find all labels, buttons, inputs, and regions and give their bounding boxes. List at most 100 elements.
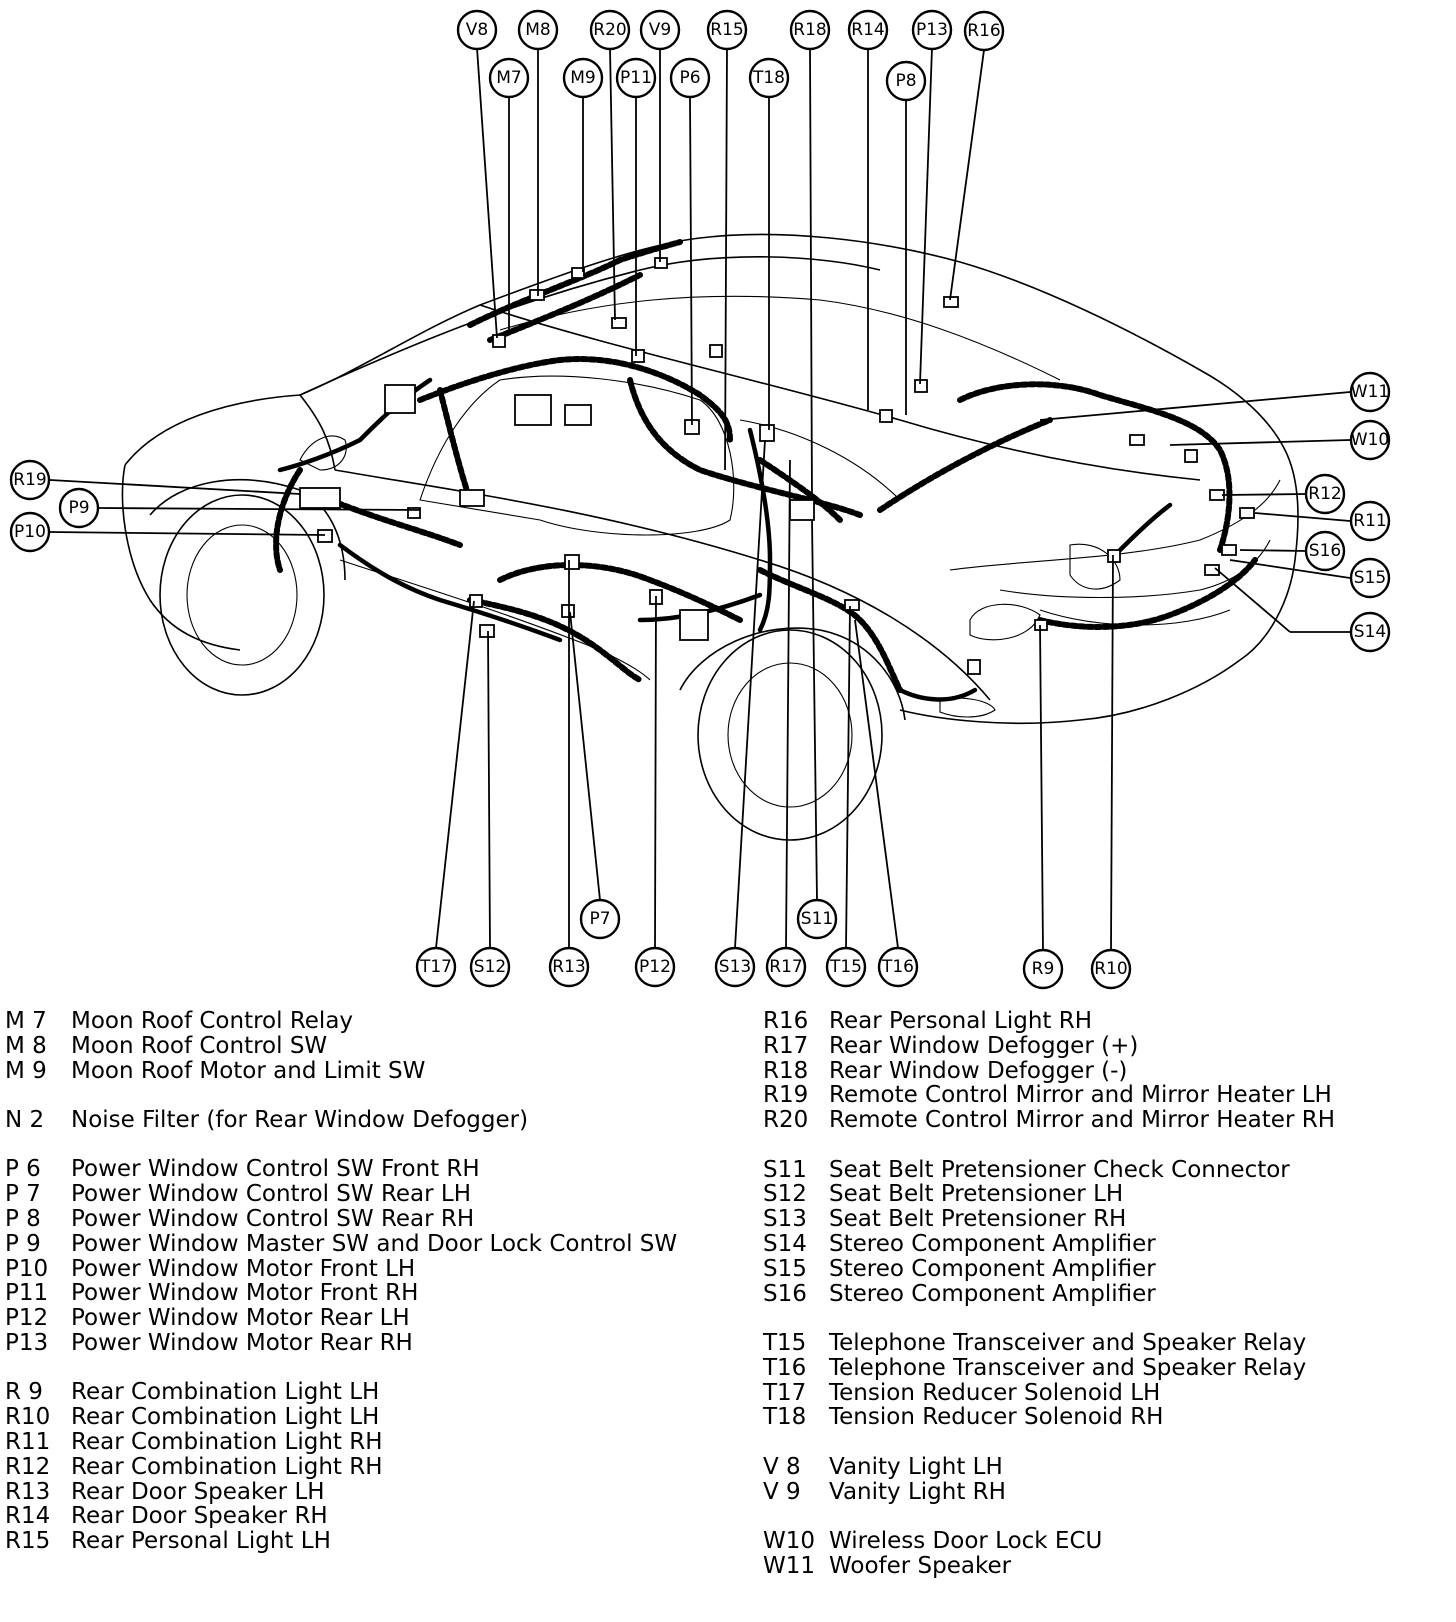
callout-M8: M8 xyxy=(517,9,559,51)
legend-gap xyxy=(5,1356,685,1381)
svg-text:R19: R19 xyxy=(13,470,46,490)
legend-gap xyxy=(763,1504,1453,1529)
callout-R14: R14 xyxy=(847,9,889,51)
legend-description: Vanity Light LH xyxy=(829,1453,1003,1480)
legend-gap xyxy=(5,1133,685,1158)
legend-code: S15 xyxy=(763,1255,807,1282)
callout-P11: P11 xyxy=(615,57,657,99)
legend-description: Power Window Motor Front LH xyxy=(71,1255,416,1282)
callout-R18: R18 xyxy=(789,9,831,51)
legend-description: Telephone Transceiver and Speaker Relay xyxy=(829,1329,1307,1356)
svg-text:S14: S14 xyxy=(1354,622,1386,642)
svg-text:V9: V9 xyxy=(649,20,671,40)
callout-T18: T18 xyxy=(748,57,790,99)
callout-R15: R15 xyxy=(706,9,748,51)
callout-S11: S11 xyxy=(796,898,838,940)
legend-description: Remote Control Mirror and Mirror Heater … xyxy=(829,1107,1335,1134)
svg-text:S15: S15 xyxy=(1354,568,1386,588)
legend-code: S13 xyxy=(763,1206,807,1233)
legend-code: W11 xyxy=(763,1552,816,1579)
svg-text:R15: R15 xyxy=(710,20,743,40)
callout-T17: T17 xyxy=(415,946,457,988)
legend-description: Telephone Transceiver and Speaker Relay xyxy=(829,1354,1307,1381)
legend-description: Rear Window Defogger (+) xyxy=(829,1032,1139,1059)
callout-R16: R16 xyxy=(963,10,1005,52)
svg-text:M8: M8 xyxy=(525,20,550,40)
legend-description: Power Window Motor Rear RH xyxy=(71,1329,413,1356)
legend-description: Seat Belt Pretensioner LH xyxy=(829,1181,1124,1208)
legend-code: P13 xyxy=(5,1329,49,1356)
legend-entry: S13 Seat Belt Pretensioner RH xyxy=(763,1207,1453,1232)
legend-code: R20 xyxy=(763,1107,809,1134)
svg-text:P10: P10 xyxy=(14,522,46,542)
legend-code: R19 xyxy=(763,1082,809,1109)
callout-V8: V8 xyxy=(456,9,498,51)
svg-text:T15: T15 xyxy=(829,957,862,977)
legend-description: Rear Door Speaker LH xyxy=(71,1478,325,1505)
svg-text:W11: W11 xyxy=(1351,382,1389,402)
legend-code: T17 xyxy=(763,1379,807,1406)
legend-entry: S12 Seat Belt Pretensioner LH xyxy=(763,1182,1453,1207)
svg-text:P8: P8 xyxy=(895,71,916,91)
callout-P13: P13 xyxy=(911,9,953,51)
leader-lines xyxy=(49,47,1351,951)
svg-text:S13: S13 xyxy=(719,957,751,977)
svg-text:M9: M9 xyxy=(570,68,595,88)
svg-text:R9: R9 xyxy=(1032,959,1055,979)
legend-description: Moon Roof Motor and Limit SW xyxy=(71,1057,426,1084)
svg-text:P11: P11 xyxy=(620,68,652,88)
legend-description: Wireless Door Lock ECU xyxy=(829,1527,1103,1554)
legend-code: S11 xyxy=(763,1156,807,1183)
callouts: V8 M8 R20 V9 R15 R18 R14 P13 R16 M7 M9 P… xyxy=(9,9,1391,990)
legend-code: S16 xyxy=(763,1280,807,1307)
legend-code: S12 xyxy=(763,1181,807,1208)
legend-entry: R12 Rear Combination Light RH xyxy=(5,1453,685,1480)
callout-R17: R17 xyxy=(765,946,807,988)
callout-T15: T15 xyxy=(825,946,867,988)
legend-description: Rear Combination Light LH xyxy=(71,1404,380,1431)
legend-description: Rear Door Speaker RH xyxy=(71,1503,328,1530)
legend-code: R18 xyxy=(763,1057,809,1084)
svg-text:M7: M7 xyxy=(496,68,521,88)
svg-text:R12: R12 xyxy=(1308,484,1341,504)
svg-text:S12: S12 xyxy=(474,957,506,977)
callout-M7: M7 xyxy=(488,57,530,99)
legend-code: R12 xyxy=(5,1453,51,1480)
callout-P7: P7 xyxy=(579,898,621,940)
callout-R19: R19 xyxy=(9,459,51,501)
legend-gap xyxy=(763,1430,1453,1455)
legend-code: R16 xyxy=(763,1008,809,1034)
svg-text:R10: R10 xyxy=(1094,959,1127,979)
legend-description: Tension Reducer Solenoid RH xyxy=(829,1404,1164,1431)
legend-code: P 9 xyxy=(5,1230,41,1257)
legend-description: Seat Belt Pretensioner Check Connector xyxy=(829,1156,1290,1183)
callout-R10: R10 xyxy=(1090,948,1132,990)
legend-gap xyxy=(763,1306,1453,1331)
svg-text:P13: P13 xyxy=(916,20,948,40)
callout-S12: S12 xyxy=(469,946,511,988)
callout-S15: S15 xyxy=(1349,557,1391,599)
legend-description: Seat Belt Pretensioner RH xyxy=(829,1206,1127,1233)
legend-description: Rear Combination Light RH xyxy=(71,1453,383,1480)
callout-P8: P8 xyxy=(885,60,927,102)
svg-text:P9: P9 xyxy=(68,498,89,518)
legend-gap xyxy=(5,1083,685,1108)
callout-R12: R12 xyxy=(1304,473,1346,515)
legend-code: W10 xyxy=(763,1527,816,1554)
legend-description: Rear Combination Light RH xyxy=(71,1428,383,1455)
legend-description: Power Window Control SW Rear LH xyxy=(71,1181,472,1208)
legend-entry: P13 Power Window Motor Rear RH xyxy=(5,1331,685,1356)
